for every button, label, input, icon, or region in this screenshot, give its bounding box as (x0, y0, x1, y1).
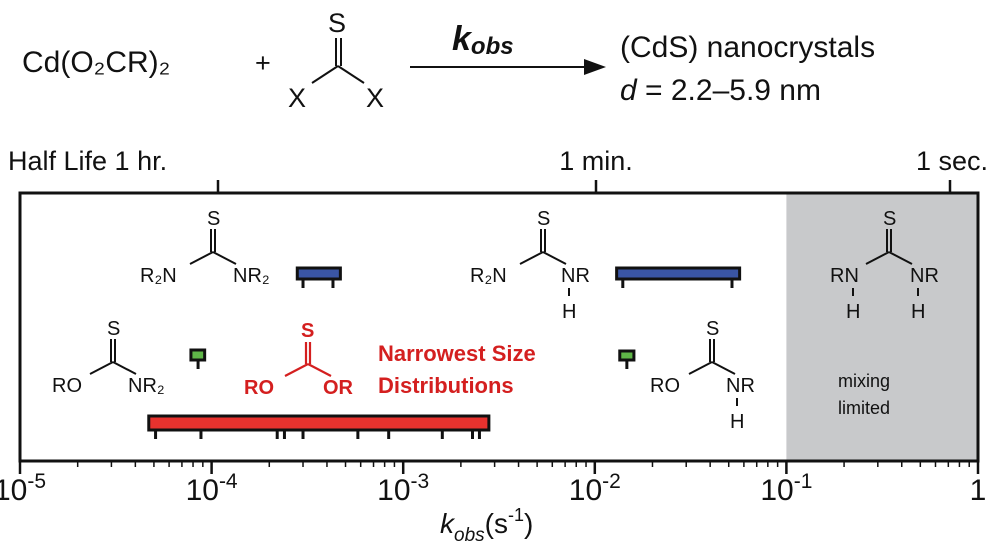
trisubstituted-thiourea-structure: S R₂N NR H (470, 208, 590, 323)
half-life-minute-label: 1 min. (559, 146, 633, 176)
narrowest-size-label: Narrowest Size (378, 341, 536, 366)
half-life-second-label: 1 sec. (916, 146, 988, 176)
x-tick-label: 10-5 (0, 470, 46, 507)
range-bar (147, 414, 491, 432)
svg-text:R₂N: R₂N (140, 265, 177, 287)
range-bar (618, 349, 636, 362)
range-bar-n-n-disubstituted-thiocarbamates (189, 348, 207, 369)
plot-frame (18, 191, 980, 463)
range-bar-thiocarbonates (147, 414, 491, 439)
mixing-limited-label: mixing (838, 371, 890, 391)
thiocarbamate-structure: S RO NR₂ (52, 318, 165, 397)
svg-text:RO: RO (244, 377, 274, 399)
svg-text:RO: RO (52, 375, 82, 397)
svg-text:NR₂: NR₂ (128, 375, 165, 397)
svg-text:S: S (107, 318, 120, 340)
reactant-cadmium-carboxylate: Cd(O₂CR)₂ (22, 46, 170, 79)
svg-text:S: S (537, 208, 550, 230)
svg-text:R₂N: R₂N (470, 265, 507, 287)
plus-sign: + (255, 48, 271, 78)
svg-text:H: H (911, 301, 925, 323)
reaction-scheme: Cd(O₂CR)₂ + S X X kobs (CdS) nanocrystal… (22, 8, 875, 113)
range-bar (295, 266, 342, 281)
svg-text:S: S (706, 318, 719, 340)
product-label: (CdS) nanocrystals (620, 31, 875, 64)
x-tick-label: 10-1 (760, 470, 812, 507)
x-substituent: X (366, 83, 384, 113)
range-bar-tetrasubstituted-thioureas (295, 266, 342, 288)
svg-text:S: S (883, 208, 896, 230)
svg-text:NR: NR (910, 265, 939, 287)
nh-thiocarbamate-structure: S RO NR H (650, 318, 755, 433)
reaction-arrow (410, 59, 606, 75)
range-bar (615, 266, 742, 281)
thiocarbonate-structure: S RO OR (244, 320, 354, 399)
svg-text:RN: RN (830, 265, 859, 287)
rate-constant-label: kobs (452, 20, 514, 60)
x-tick-label: 10-3 (377, 470, 429, 507)
mixing-limited-label: limited (838, 398, 890, 418)
half-life-scale: Half Life 1 hr. 1 min. 1 sec. (8, 146, 988, 193)
svg-text:RO: RO (650, 375, 680, 397)
svg-text:H: H (730, 411, 744, 433)
x-axis-title: kobs(s-1) (440, 505, 533, 546)
disubstituted-thiourea-structure: S RN NR H H (830, 208, 939, 323)
svg-text:NR: NR (561, 265, 590, 287)
mixing-limited-region (786, 193, 978, 461)
x-axis-ticks: 10-5 10-4 10-3 10-2 10-1 1 (0, 461, 986, 507)
svg-text:OR: OR (323, 377, 354, 399)
x-substituent: X (288, 83, 306, 113)
svg-text:NR: NR (726, 375, 755, 397)
svg-text:NR₂: NR₂ (233, 265, 270, 287)
product-size: d = 2.2–5.9 nm (620, 74, 821, 107)
distributions-label: Distributions (378, 373, 514, 398)
half-life-hour-label: Half Life 1 hr. (8, 146, 167, 176)
svg-text:S: S (207, 208, 220, 230)
svg-text:S: S (301, 320, 314, 342)
rate-range-bars (147, 266, 742, 439)
range-bar-trisubstituted-thioureas (615, 266, 742, 288)
svg-text:H: H (562, 301, 576, 323)
x-tick-label: 1 (970, 474, 987, 507)
range-bar-n-monosubstituted-thiocarbamates (618, 349, 636, 369)
range-bar (189, 348, 207, 362)
thiocarbonyl-structure: S X X (288, 8, 384, 113)
svg-text:H: H (846, 301, 860, 323)
tetrasubstituted-thiourea-structure: S R₂N NR₂ (140, 208, 270, 287)
sulfur-atom: S (328, 8, 346, 38)
x-tick-label: 10-4 (186, 470, 238, 507)
x-tick-label: 10-2 (569, 470, 621, 507)
